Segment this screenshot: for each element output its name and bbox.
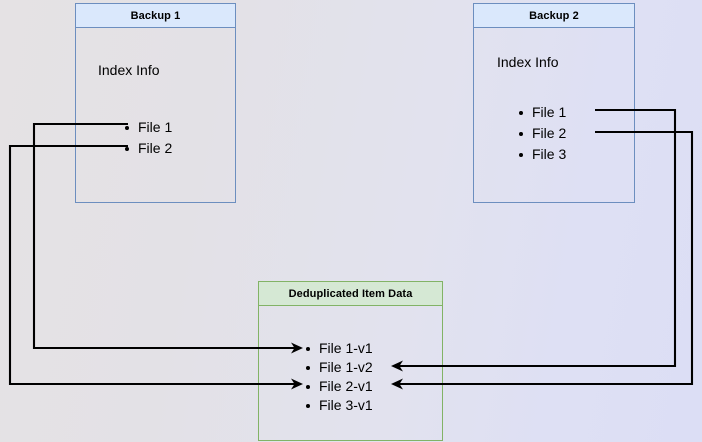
node-backup-1-title: Backup 1 <box>75 3 236 28</box>
list-item[interactable]: File 1-v2 <box>304 358 373 377</box>
node-dedup-file-list: File 1-v1 File 1-v2 File 2-v1 File 3-v1 <box>304 339 373 415</box>
list-item[interactable]: File 1 <box>517 102 566 123</box>
list-item[interactable]: File 2-v1 <box>304 377 373 396</box>
node-backup-1-file-list: File 1 File 2 <box>123 117 172 159</box>
node-backup-2-title: Backup 2 <box>473 3 635 28</box>
node-backup-2-caption: Index Info <box>497 54 559 70</box>
list-item[interactable]: File 2 <box>123 138 172 159</box>
list-item[interactable]: File 1 <box>123 117 172 138</box>
node-deduplicated-item-data[interactable]: Deduplicated Item Data File 1-v1 File 1-… <box>258 281 443 441</box>
list-item[interactable]: File 2 <box>517 123 566 144</box>
list-item[interactable]: File 3 <box>517 144 566 165</box>
node-backup-1-body <box>75 28 236 203</box>
node-backup-2-file-list: File 1 File 2 File 3 <box>517 102 566 165</box>
node-backup-1-caption: Index Info <box>98 62 160 78</box>
node-backup-2[interactable]: Backup 2 Index Info File 1 File 2 File 3 <box>473 3 635 203</box>
list-item[interactable]: File 3-v1 <box>304 396 373 415</box>
node-backup-1[interactable]: Backup 1 Index Info File 1 File 2 <box>75 3 236 203</box>
node-dedup-title: Deduplicated Item Data <box>258 281 443 306</box>
list-item[interactable]: File 1-v1 <box>304 339 373 358</box>
